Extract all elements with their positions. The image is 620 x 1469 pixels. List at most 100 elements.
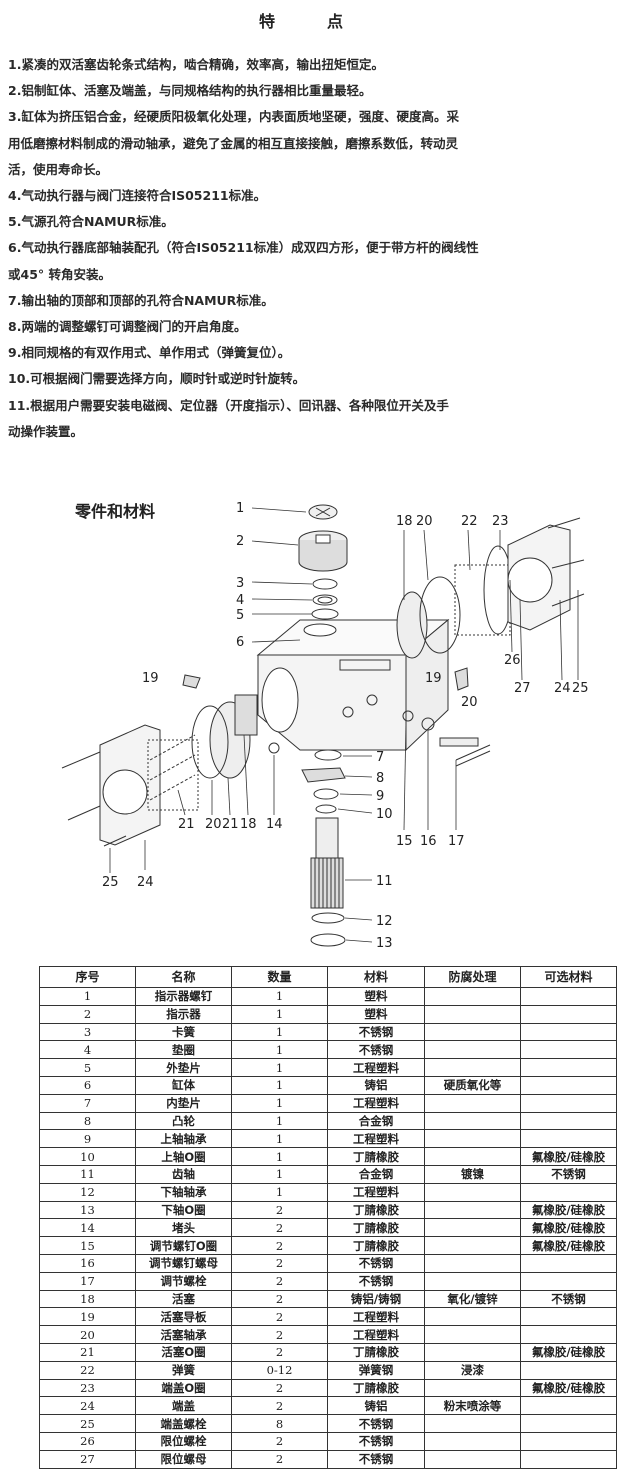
- table-cell: [424, 987, 521, 1006]
- table-cell: 堵头: [135, 1218, 232, 1238]
- callout-label: 1: [236, 501, 244, 516]
- table-cell: 不锈钢: [327, 1431, 425, 1451]
- table-cell: 1: [231, 1182, 328, 1202]
- callout-label: 18: [396, 514, 413, 529]
- table-cell: 丁腈橡胶: [327, 1342, 425, 1362]
- callout-label: 25: [102, 875, 119, 890]
- callout-label: 5: [236, 608, 244, 623]
- feature-line: 4.气动执行器与阀门连接符合IS05211标准。: [8, 188, 267, 204]
- table-cell: 不锈钢: [327, 1414, 425, 1433]
- table-cell: 1: [231, 1093, 328, 1113]
- table-cell: 24: [39, 1396, 136, 1416]
- table-cell: 2: [231, 1378, 328, 1398]
- table-cell: [520, 1111, 617, 1131]
- callout-label: 20: [205, 817, 222, 832]
- table-cell: [424, 1449, 521, 1469]
- table-cell: [520, 1022, 617, 1042]
- table-cell: 调节螺钉O圈: [135, 1236, 232, 1255]
- section-title: 零件和材料: [75, 502, 156, 521]
- table-cell: 上轴O圈: [135, 1147, 232, 1166]
- callout-label: 18: [240, 817, 257, 832]
- table-cell: [424, 1307, 521, 1327]
- table-cell: 丁腈橡胶: [327, 1236, 425, 1255]
- table-cell: [424, 1058, 521, 1077]
- table-cell: 不锈钢: [520, 1164, 617, 1184]
- table-cell: 2: [231, 1396, 328, 1416]
- table-cell: [424, 1218, 521, 1238]
- table-cell: 1: [231, 1058, 328, 1077]
- table-cell: [520, 1129, 617, 1149]
- table-cell: 2: [231, 1200, 328, 1220]
- callout-label: 6: [236, 635, 244, 650]
- callout-label: 7: [376, 750, 384, 765]
- table-cell: 合金钢: [327, 1111, 425, 1131]
- table-cell: 1: [231, 1040, 328, 1060]
- callout-label: 23: [492, 514, 509, 529]
- table-cell: [520, 1093, 617, 1113]
- callout-label: 12: [376, 914, 393, 929]
- table-cell: 氧化/镀锌: [424, 1289, 521, 1309]
- table-cell: 活塞: [135, 1289, 232, 1309]
- table-cell: [424, 1431, 521, 1451]
- table-cell: 27: [39, 1449, 136, 1469]
- table-cell: 2: [231, 1271, 328, 1291]
- table-cell: [424, 1004, 521, 1024]
- table-cell: 调节螺栓: [135, 1271, 232, 1291]
- table-cell: 2: [231, 1342, 328, 1362]
- table-cell: 卡簧: [135, 1022, 232, 1042]
- table-cell: 下轴O圈: [135, 1200, 232, 1220]
- table-cell: 2: [231, 1289, 328, 1309]
- column-header: 材料: [327, 966, 425, 988]
- table-cell: [520, 1058, 617, 1077]
- table-cell: 工程塑料: [327, 1129, 425, 1149]
- feature-line: 11.根据用户需要安装电磁阀、定位器（开度指示）、回讯器、各种限位开关及手: [8, 397, 449, 413]
- table-cell: 17: [39, 1271, 136, 1291]
- table-cell: 1: [231, 1147, 328, 1166]
- table-cell: [520, 1004, 617, 1024]
- table-cell: 19: [39, 1307, 136, 1327]
- table-cell: [520, 987, 617, 1006]
- callout-label: 27: [514, 681, 531, 696]
- table-cell: 铸铝: [327, 1396, 425, 1416]
- table-cell: 粉末喷涂等: [424, 1396, 521, 1416]
- column-header: 名称: [135, 966, 232, 988]
- column-header: 序号: [39, 966, 136, 988]
- table-cell: 不锈钢: [327, 1449, 425, 1469]
- callout-label: 2: [236, 534, 244, 549]
- table-cell: [424, 1325, 521, 1344]
- table-cell: 内垫片: [135, 1093, 232, 1113]
- table-cell: 13: [39, 1200, 136, 1220]
- table-cell: 浸漆: [424, 1360, 521, 1380]
- table-header-row: 序号 名称 数量 材料 防腐处理 可选材料: [39, 966, 617, 988]
- callout-label: 24: [137, 875, 154, 890]
- table-cell: [424, 1253, 521, 1273]
- table-cell: 齿轴: [135, 1164, 232, 1184]
- table-cell: 凸轮: [135, 1111, 232, 1131]
- feature-line: 9.相同规格的有双作用式、单作用式（弹簧复位）。: [8, 345, 291, 361]
- table-cell: 22: [39, 1360, 136, 1380]
- table-cell: 限位螺栓: [135, 1431, 232, 1451]
- table-cell: [520, 1431, 617, 1451]
- table-cell: 14: [39, 1218, 136, 1238]
- table-cell: [520, 1414, 617, 1433]
- table-cell: 弹簧: [135, 1360, 232, 1380]
- table-cell: [520, 1360, 617, 1380]
- table-cell: 1: [231, 1075, 328, 1095]
- feature-line: 10.可根据阀门需要选择方向，顺时针或逆时针旋转。: [8, 371, 306, 387]
- table-cell: 25: [39, 1414, 136, 1433]
- callout-label: 21: [222, 817, 239, 832]
- callout-label: 8: [376, 771, 384, 786]
- table-cell: 2: [231, 1253, 328, 1273]
- table-cell: [520, 1307, 617, 1327]
- table-cell: 工程塑料: [327, 1325, 425, 1344]
